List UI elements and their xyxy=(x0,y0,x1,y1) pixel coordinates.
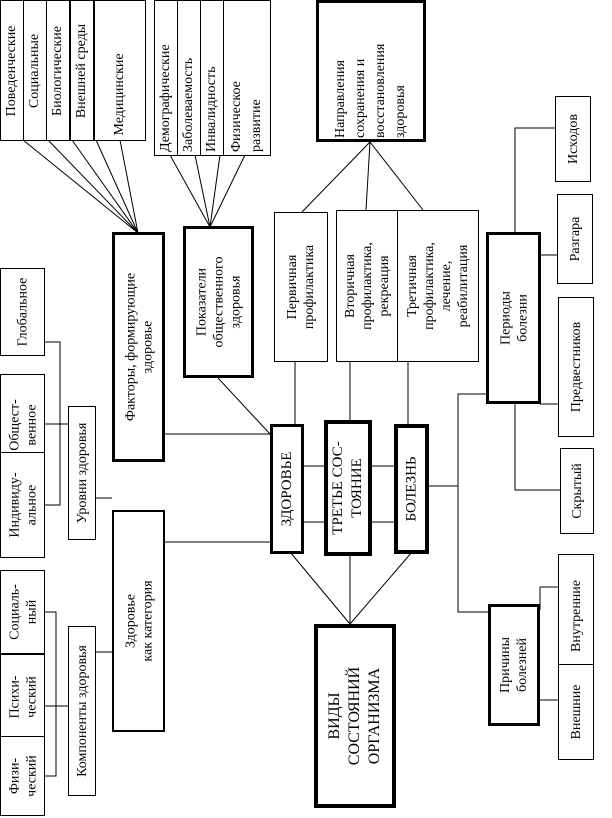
periods-title: Периоды болезни xyxy=(497,291,530,345)
category-title: Здоровье как категория xyxy=(122,580,155,662)
level-global: Глобальное xyxy=(0,268,45,356)
period-peak: Разгара xyxy=(557,194,593,284)
level-individual: Индивиду- альное xyxy=(0,452,45,558)
disease-box: БОЛЕЗНЬ xyxy=(394,424,429,554)
indicator-demographic: Демографические xyxy=(154,0,178,156)
prevention-tertiary-label: Третичная профилактика, лечение, реабили… xyxy=(405,242,471,330)
levels-title: Уровни здоровья xyxy=(74,422,90,524)
directions-title: Направления сохранения и восстановления … xyxy=(333,43,408,138)
cause-external: Внешние xyxy=(558,664,594,760)
period-label: Исходов xyxy=(565,114,581,164)
component-label: Социаль- ный xyxy=(6,584,39,640)
organism-states-label: ВИДЫ СОСТОЯНИЙ ОРГАНИЗМА xyxy=(326,666,383,766)
cause-label: Внешние xyxy=(568,684,584,740)
indicators-title: Показатели общественного здоровья xyxy=(194,256,243,348)
levels-box: Уровни здоровья xyxy=(68,406,96,540)
factor-behavioral: Поведенческие xyxy=(0,0,24,141)
organism-states-box: ВИДЫ СОСТОЯНИЙ ОРГАНИЗМА xyxy=(314,624,396,808)
level-label: Глобальное xyxy=(15,277,30,347)
period-outcome: Исходов xyxy=(555,96,591,182)
period-label: Разгара xyxy=(567,216,583,262)
level-label: Индивиду- альное xyxy=(6,472,39,538)
third-state-label: ТРЕТЬЕ СОС- ТОЯНИЕ xyxy=(330,441,365,535)
factor-label: Социальные xyxy=(27,33,42,108)
directions-box: Направления сохранения и восстановления … xyxy=(316,0,426,142)
level-label: Общест- венное xyxy=(6,399,39,451)
prevention-secondary: Вторичная профилактика, рекреация xyxy=(336,210,398,362)
components-box: Компоненты здоровья xyxy=(68,626,96,796)
prevention-secondary-label: Вторичная профилактика, рекреация xyxy=(342,242,392,330)
disease-label: БОЛЕЗНЬ xyxy=(403,456,419,522)
component-label: Физи- ческий xyxy=(6,755,39,797)
factor-environment: Внешней среды xyxy=(70,0,94,141)
indicator-physical: Физическое развитие xyxy=(223,0,271,156)
period-prodromal: Предвестников xyxy=(558,297,594,437)
third-state-box: ТРЕТЬЕ СОС- ТОЯНИЕ xyxy=(324,420,372,556)
period-latent: Скрытый xyxy=(560,448,594,534)
prevention-primary-label: Первичная профилактика xyxy=(285,244,317,330)
periods-box: Периоды болезни xyxy=(486,232,541,404)
prevention-tertiary: Третичная профилактика, лечение, реабили… xyxy=(397,210,479,362)
period-label: Предвестников xyxy=(568,321,584,413)
cause-internal: Внутренние xyxy=(558,554,594,678)
factors-box: Факторы, формирующие здоровье xyxy=(112,232,165,462)
period-label: Скрытый xyxy=(569,463,585,519)
factor-label: Биологические xyxy=(50,25,65,116)
prevention-primary: Первичная профилактика xyxy=(274,212,328,362)
component-physical: Физи- ческий xyxy=(0,736,45,816)
indicator-disability: Инвалидность xyxy=(200,0,224,156)
component-label: Психи- ческий xyxy=(6,675,39,719)
indicator-label: Физическое развитие xyxy=(229,81,264,152)
factor-biological: Биологические xyxy=(46,0,70,141)
indicator-morbidity: Заболеваемость xyxy=(177,0,201,156)
component-mental: Психи- ческий xyxy=(0,654,45,740)
health-label: ЗДОРОВЬЕ xyxy=(278,451,295,527)
component-social: Социаль- ный xyxy=(0,570,45,654)
category-box: Здоровье как категория xyxy=(112,510,165,732)
indicator-label: Демографические xyxy=(158,44,173,152)
indicator-label: Инвалидность xyxy=(204,66,219,152)
factor-medical: Медицинские xyxy=(94,0,146,141)
causes-title: Причины болезней xyxy=(498,636,530,694)
cause-label: Внутренние xyxy=(568,579,584,653)
factor-label: Медицинские xyxy=(112,52,127,135)
factor-label: Поведенческие xyxy=(4,25,19,116)
factor-label: Внешней среды xyxy=(74,23,89,118)
factors-title: Факторы, формирующие здоровье xyxy=(122,272,155,422)
causes-box: Причины болезней xyxy=(488,604,540,726)
components-title: Компоненты здоровья xyxy=(74,645,90,777)
factor-social: Социальные xyxy=(23,0,47,141)
indicator-label: Заболеваемость xyxy=(181,57,196,152)
indicators-box: Показатели общественного здоровья xyxy=(183,226,254,378)
health-box: ЗДОРОВЬЕ xyxy=(270,424,304,554)
